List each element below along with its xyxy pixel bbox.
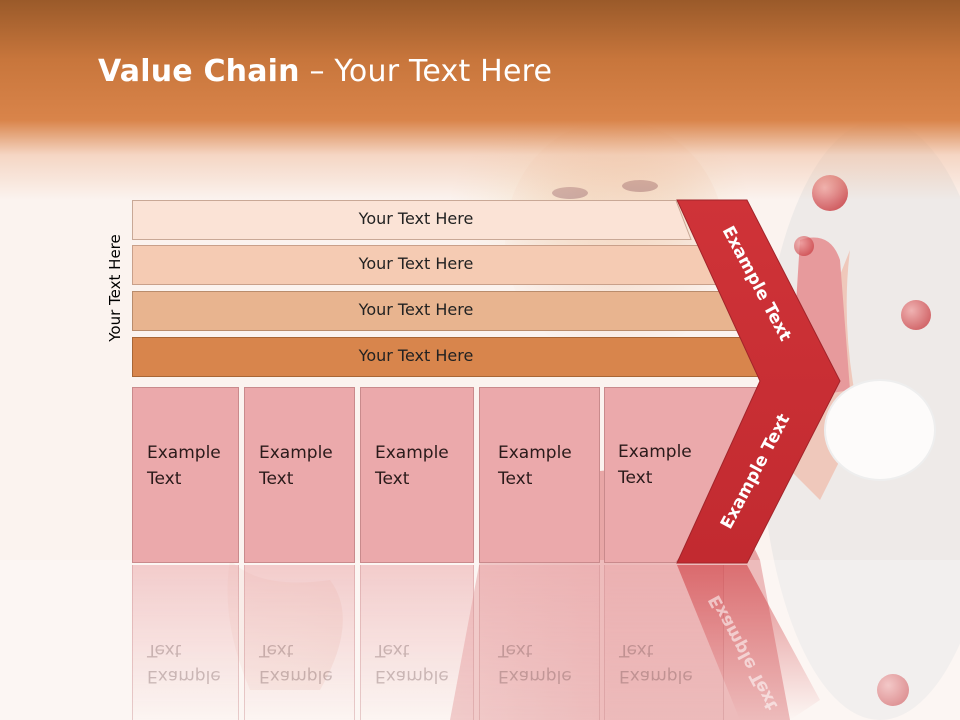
box-5-line2: Text: [618, 468, 653, 488]
bar-1-shape: [132, 200, 692, 240]
box-3-line1: Example: [375, 443, 449, 463]
bar-4-label: Your Text Here: [358, 346, 474, 365]
slide-title: Value Chain – Your Text Here: [98, 54, 552, 89]
chevron-shape: [676, 199, 841, 564]
title-bold: Value Chain: [98, 54, 300, 89]
box-4-line1: Example: [498, 443, 572, 463]
box-2-line1: Example: [259, 443, 333, 463]
box-1-line2: Text: [147, 469, 182, 489]
box-4-line2: Text: [498, 469, 533, 489]
bar-2: Your Text Here: [132, 245, 717, 285]
chevron-reflection: [677, 565, 820, 720]
bar-2-label: Your Text Here: [358, 254, 474, 273]
box-1-line1: Example: [147, 443, 221, 463]
bar-1: Your Text Here: [132, 200, 692, 240]
box-2-line2: Text: [259, 469, 294, 489]
box-3-line2: Text: [375, 469, 410, 489]
bar-1-label: Your Text Here: [358, 209, 474, 228]
header-band: [0, 0, 960, 200]
bar-3-label: Your Text Here: [358, 300, 474, 319]
bar-3: Your Text Here: [132, 291, 740, 331]
title-rest: – Your Text Here: [299, 54, 553, 89]
box-5-line1: Example: [618, 442, 692, 462]
